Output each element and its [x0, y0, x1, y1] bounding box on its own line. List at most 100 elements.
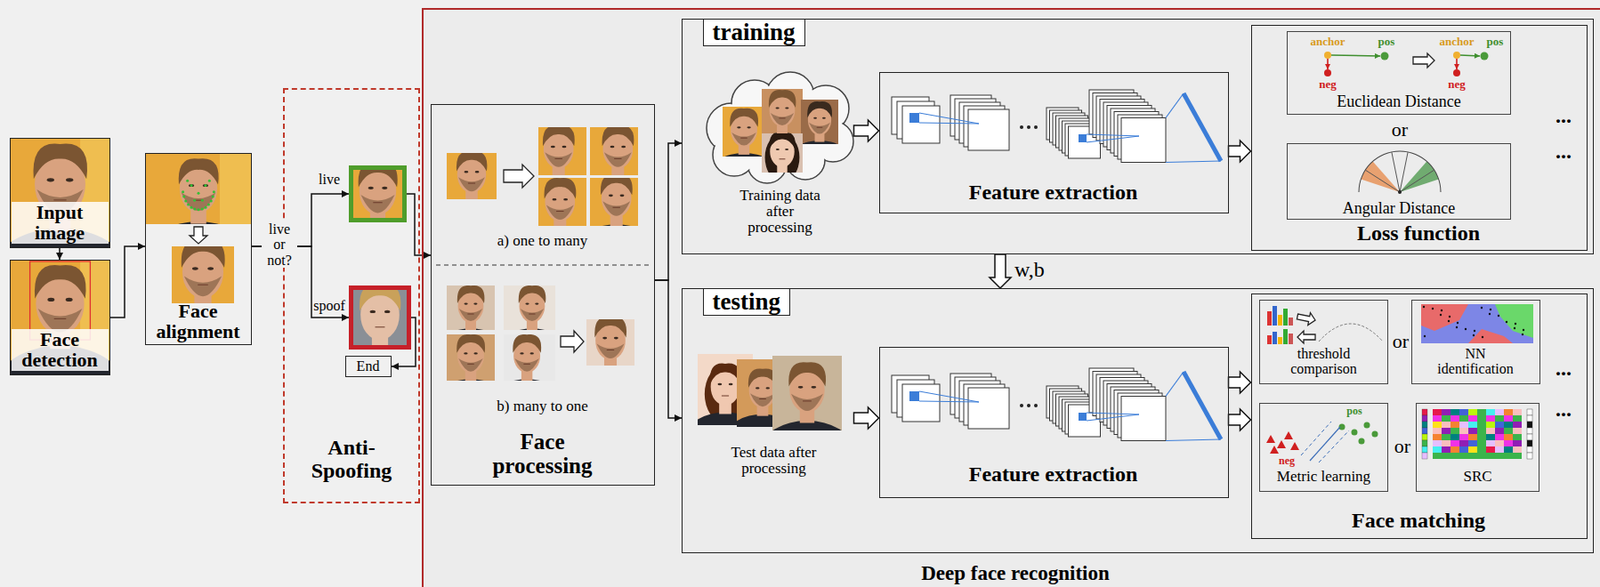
eye [813, 117, 817, 120]
dictionary-cell [1459, 446, 1469, 453]
sparse-code [1527, 421, 1533, 429]
dictionary-cell [1432, 428, 1442, 435]
hair [769, 133, 796, 149]
eye [775, 148, 780, 151]
eye [519, 352, 524, 355]
ellipsis-dot [1026, 404, 1031, 408]
method-box: Metric learning [1259, 403, 1389, 493]
sparse-code [1527, 428, 1533, 435]
dictionary-cell [1486, 421, 1495, 429]
process-box: Face alignment [145, 153, 252, 346]
block-arrow [854, 407, 880, 429]
fc-layer [1183, 93, 1221, 162]
region-ground [421, 8, 1600, 587]
beard [181, 192, 217, 211]
landmark-dot [190, 184, 194, 187]
node-title: threshold comparison [1272, 346, 1375, 378]
class-region [1494, 304, 1534, 339]
hair [544, 177, 577, 199]
pos-dot [1381, 52, 1390, 61]
landmark-dot [210, 199, 213, 203]
photo-background [446, 285, 495, 331]
face-photo [586, 319, 635, 366]
photo-background [722, 106, 766, 157]
weight-ray [1399, 152, 1408, 193]
mouth [556, 210, 564, 212]
flow-arrow [654, 143, 682, 281]
node-title: Loss function [1250, 222, 1587, 246]
dictionary-cell [1468, 434, 1478, 441]
dictionary-cell [1503, 440, 1513, 447]
landmark-dot [203, 206, 207, 210]
block-arrow [1228, 371, 1252, 394]
landmark-dot [212, 190, 216, 194]
eye [610, 145, 615, 149]
eye [811, 386, 817, 389]
face-photo [761, 88, 803, 136]
eye [552, 198, 558, 202]
hair [34, 265, 87, 299]
neg-link [1455, 58, 1458, 70]
neg-sample [1269, 445, 1279, 454]
free-label: pos [1479, 35, 1511, 49]
photo-background [145, 153, 252, 225]
face-photo [589, 177, 639, 227]
dictionary-cell [1432, 452, 1442, 460]
mouth [554, 158, 562, 160]
dictionary-cell [1459, 440, 1469, 447]
dictionary-cell [1503, 452, 1513, 460]
beard [544, 152, 573, 167]
hair [807, 101, 833, 118]
angular-figure [1358, 151, 1442, 195]
dictionary-cell [1494, 440, 1504, 447]
data-stack: Test data after processing [694, 347, 855, 499]
beard [458, 177, 485, 192]
photo-background [761, 88, 803, 136]
eye [463, 352, 468, 355]
dictionary-cell [1468, 452, 1478, 460]
hair [178, 158, 219, 185]
dictionary-cell [1459, 415, 1469, 422]
weight-ray [1365, 169, 1400, 193]
dictionary-cell [1432, 421, 1442, 429]
mouth [528, 314, 535, 316]
eye [608, 194, 614, 198]
photo-background [348, 165, 407, 223]
node-title: Face alignment [146, 300, 251, 344]
dictionary-cell [1468, 428, 1478, 435]
neg-sample [1266, 435, 1276, 444]
mouth [372, 202, 382, 203]
beard [458, 358, 483, 372]
face-photo [503, 285, 556, 331]
pos-sample [1358, 438, 1366, 445]
ellipsis-dot [1026, 125, 1031, 130]
eye [717, 383, 722, 386]
eye [65, 177, 73, 182]
kernel-line [1086, 136, 1140, 143]
kernel-line [919, 113, 979, 124]
dictionary-cell [1441, 421, 1451, 429]
weight-ray [1391, 152, 1400, 193]
eye [563, 198, 568, 202]
sample-dot [1472, 334, 1475, 337]
sample-dot [1513, 327, 1516, 330]
beard [731, 132, 756, 146]
eye [736, 126, 741, 129]
node-title: spoof [311, 298, 348, 314]
dictionary-cell [1494, 428, 1504, 435]
dictionary-cell [1441, 415, 1451, 422]
dictionary-cell [1512, 421, 1522, 429]
sparse-code [1527, 415, 1533, 422]
landmark-dot [197, 192, 201, 195]
dictionary-cell [1512, 415, 1522, 422]
node-title: SRC [1415, 468, 1540, 485]
dictionary-cell [1494, 409, 1504, 416]
beard [520, 308, 544, 322]
hair [518, 285, 547, 304]
block-arrow [1228, 409, 1252, 431]
beard [791, 394, 824, 412]
stage-region: Deep face recognitiona) one to manyb) ma… [421, 8, 1600, 587]
dictionary-cell [1459, 421, 1469, 429]
anchor-dot [1453, 51, 1461, 59]
mouth [375, 326, 386, 328]
